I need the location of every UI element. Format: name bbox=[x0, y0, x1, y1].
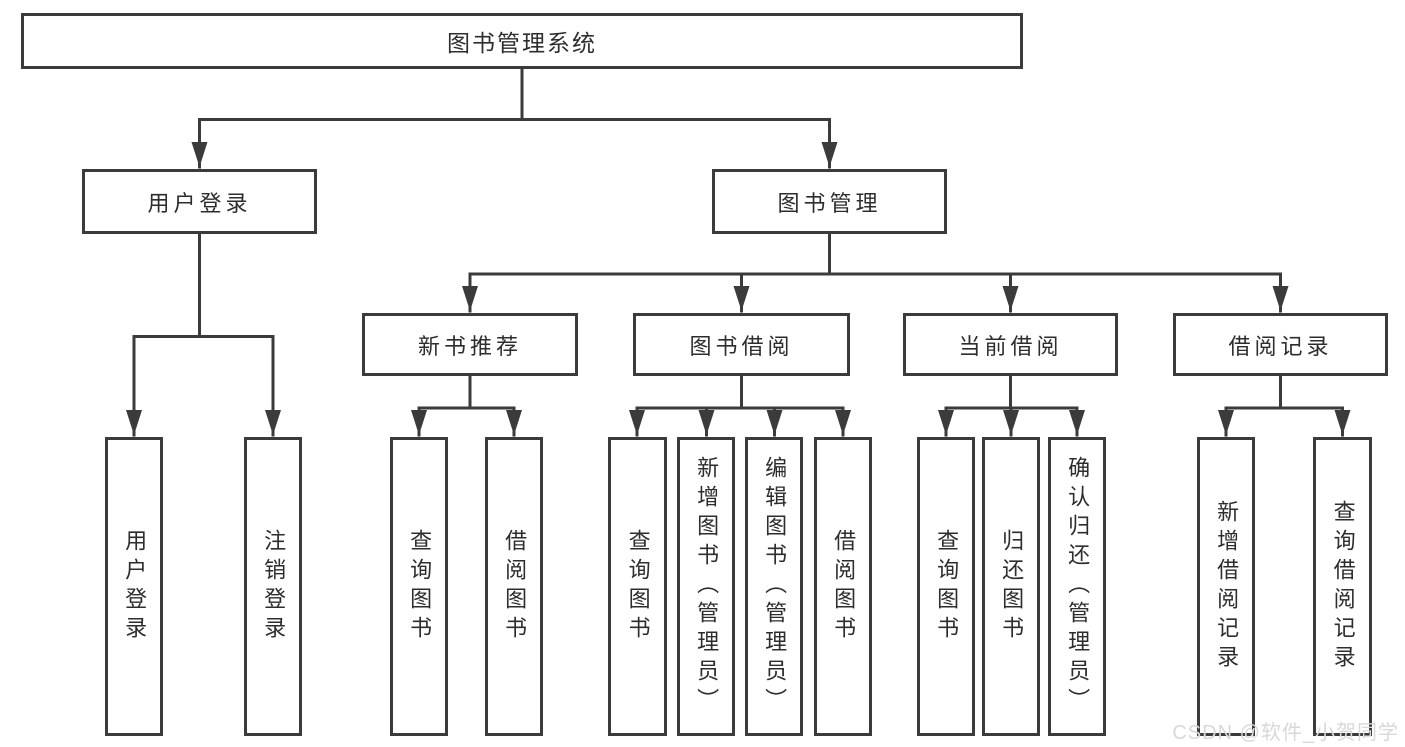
connector-user-login-children bbox=[126, 232, 281, 437]
connector-new-books-children bbox=[411, 374, 522, 437]
leaf-logout-label: 注销登录 bbox=[261, 528, 287, 645]
leaf-user-login-label: 用户登录 bbox=[122, 528, 148, 645]
leaf-current-confirm-admin: 确认归还（管理员） bbox=[1048, 437, 1106, 736]
leaf-records-add-label: 新增借阅记录 bbox=[1214, 499, 1240, 674]
node-book-borrow-label: 图书借阅 bbox=[689, 333, 794, 359]
node-new-books: 新书推荐 bbox=[362, 313, 578, 376]
leaf-records-query: 查询借阅记录 bbox=[1313, 437, 1372, 736]
connector-book-borrow-children bbox=[629, 374, 851, 437]
leaf-newbooks-query: 查询图书 bbox=[390, 437, 448, 736]
csdn-watermark: CSDN @软件_小贺同学 bbox=[1172, 722, 1399, 744]
node-user-login: 用户登录 bbox=[82, 169, 317, 234]
node-root-system: 图书管理系统 bbox=[21, 13, 1023, 69]
node-current-borrow: 当前借阅 bbox=[903, 313, 1118, 376]
node-current-borrow-label: 当前借阅 bbox=[958, 333, 1063, 359]
connector-book-mgmt-children bbox=[462, 232, 1289, 313]
leaf-newbooks-query-label: 查询图书 bbox=[407, 528, 433, 645]
connector-current-borrow-children bbox=[938, 374, 1085, 437]
leaf-newbooks-borrow: 借阅图书 bbox=[485, 437, 543, 736]
leaf-borrow-edit-admin: 编辑图书（管理员） bbox=[745, 437, 803, 736]
leaf-user-login: 用户登录 bbox=[105, 437, 163, 736]
node-book-borrow: 图书借阅 bbox=[633, 313, 850, 376]
node-book-mgmt: 图书管理 bbox=[712, 169, 947, 234]
leaf-records-query-label: 查询借阅记录 bbox=[1330, 499, 1356, 674]
leaf-borrow-add-admin-label: 新增图书（管理员） bbox=[694, 456, 720, 717]
leaf-current-query: 查询图书 bbox=[917, 437, 975, 736]
leaf-records-add: 新增借阅记录 bbox=[1197, 437, 1255, 736]
node-borrow-records-label: 借阅记录 bbox=[1228, 333, 1333, 359]
leaf-borrow-borrow-label: 借阅图书 bbox=[831, 528, 857, 645]
leaf-borrow-edit-admin-label: 编辑图书（管理员） bbox=[762, 456, 788, 717]
leaf-current-return-label: 归还图书 bbox=[999, 528, 1025, 645]
node-new-books-label: 新书推荐 bbox=[417, 333, 522, 359]
leaf-borrow-add-admin: 新增图书（管理员） bbox=[677, 437, 735, 736]
leaf-borrow-query: 查询图书 bbox=[608, 437, 667, 736]
leaf-current-confirm-admin-label: 确认归还（管理员） bbox=[1065, 456, 1091, 717]
node-user-login-label: 用户登录 bbox=[147, 190, 252, 216]
leaf-current-query-label: 查询图书 bbox=[934, 528, 960, 645]
leaf-borrow-borrow: 借阅图书 bbox=[814, 437, 872, 736]
node-borrow-records: 借阅记录 bbox=[1173, 313, 1388, 376]
connector-borrow-records-children bbox=[1218, 374, 1351, 437]
leaf-borrow-query-label: 查询图书 bbox=[625, 528, 651, 645]
node-book-mgmt-label: 图书管理 bbox=[777, 190, 882, 216]
leaf-logout: 注销登录 bbox=[244, 437, 302, 736]
leaf-current-return: 归还图书 bbox=[982, 437, 1040, 736]
leaf-newbooks-borrow-label: 借阅图书 bbox=[502, 528, 528, 645]
connector-root-to-level2 bbox=[191, 67, 838, 169]
node-root-system-label: 图书管理系统 bbox=[447, 30, 597, 56]
